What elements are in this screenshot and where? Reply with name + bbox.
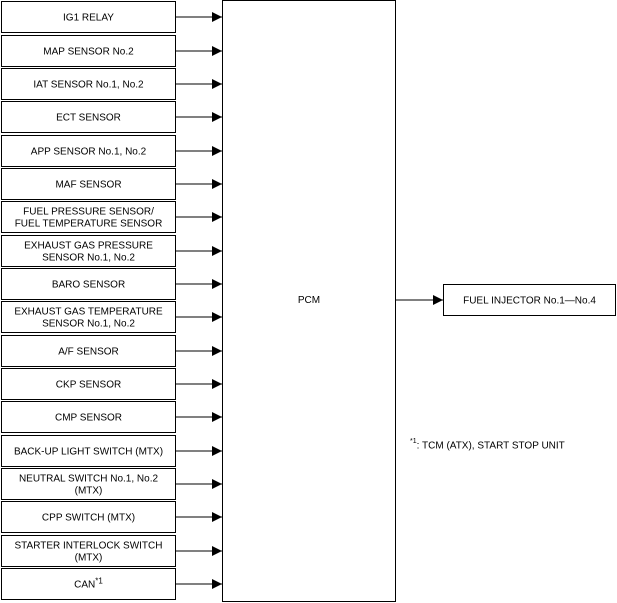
app-sensor-box xyxy=(1,135,176,167)
input-ect-sensor: ECT SENSOR xyxy=(1,101,222,133)
app-sensor-label: APP SENSOR No.1, No.2 xyxy=(31,147,147,158)
exhaust-gas-pressure-sensor-label: SENSOR No.1, No.2 xyxy=(42,253,135,264)
ckp-sensor-box xyxy=(1,368,176,400)
input-map-sensor: MAP SENSOR No.2 xyxy=(1,35,222,67)
exhaust-gas-pressure-sensor-label: EXHAUST GAS PRESSURE xyxy=(24,241,153,252)
ig1-relay-box xyxy=(1,1,176,33)
footnote-text: : TCM (ATX), START STOP UNIT xyxy=(416,440,565,452)
baro-sensor-label: BARO SENSOR xyxy=(52,280,125,291)
neutral-switch-label: NEUTRAL SWITCH No.1, No.2 xyxy=(19,474,159,485)
fuel-pressure-sensor-label: FUEL PRESSURE SENSOR/ xyxy=(23,207,154,218)
iat-sensor-box xyxy=(1,68,176,100)
input-fuel-pressure-sensor: FUEL PRESSURE SENSOR/FUEL TEMPERATURE SE… xyxy=(1,201,222,233)
ect-sensor-box xyxy=(1,101,176,133)
fuel-pressure-sensor-box xyxy=(1,201,176,233)
footnote: *1: TCM (ATX), START STOP UNIT xyxy=(410,438,565,452)
baro-sensor-box xyxy=(1,268,176,300)
input-app-sensor: APP SENSOR No.1, No.2 xyxy=(1,135,222,167)
cmp-sensor-box xyxy=(1,401,176,433)
exhaust-gas-temperature-sensor-box xyxy=(1,301,176,333)
input-back-up-light-switch: BACK-UP LIGHT SWITCH (MTX) xyxy=(1,435,222,467)
cpp-switch-label: CPP SWITCH (MTX) xyxy=(42,513,135,524)
input-starter-interlock-switch: STARTER INTERLOCK SWITCH(MTX) xyxy=(1,535,222,567)
exhaust-gas-temperature-sensor-label: EXHAUST GAS TEMPERATURE xyxy=(14,307,163,318)
maf-sensor-label: MAF SENSOR xyxy=(55,180,121,191)
fuel-injector-label: FUEL INJECTOR No.1—No.4 xyxy=(463,296,596,307)
ckp-sensor-label: CKP SENSOR xyxy=(56,380,121,391)
can-label-text: CAN xyxy=(74,580,95,591)
can-label: CAN*1 xyxy=(74,577,103,591)
ect-sensor-label: ECT SENSOR xyxy=(56,113,121,124)
map-sensor-label: MAP SENSOR No.2 xyxy=(43,47,134,58)
neutral-switch-box xyxy=(1,468,176,500)
input-iat-sensor: IAT SENSOR No.1, No.2 xyxy=(1,68,222,100)
back-up-light-switch-box xyxy=(1,435,176,467)
footnote-marker: *1 xyxy=(410,438,417,445)
output-devices: FUEL INJECTOR No.1—No.4 xyxy=(395,284,616,316)
fuel-pressure-sensor-label: FUEL TEMPERATURE SENSOR xyxy=(15,219,163,230)
input-ig1-relay: IG1 RELAY xyxy=(1,1,222,33)
exhaust-gas-temperature-sensor-label: SENSOR No.1, No.2 xyxy=(42,319,135,330)
map-sensor-box xyxy=(1,35,176,67)
input-cpp-switch: CPP SWITCH (MTX) xyxy=(1,501,222,533)
input-can: CAN*1 xyxy=(1,568,222,600)
ig1-relay-label: IG1 RELAY xyxy=(63,13,114,24)
starter-interlock-switch-label: STARTER INTERLOCK SWITCH xyxy=(15,541,163,552)
cmp-sensor-label: CMP SENSOR xyxy=(55,413,122,424)
af-sensor-box xyxy=(1,335,176,367)
can-box xyxy=(1,568,176,600)
fuel-injector-box xyxy=(443,284,616,316)
input-ckp-sensor: CKP SENSOR xyxy=(1,368,222,400)
input-cmp-sensor: CMP SENSOR xyxy=(1,401,222,433)
input-maf-sensor: MAF SENSOR xyxy=(1,168,222,200)
iat-sensor-label: IAT SENSOR No.1, No.2 xyxy=(33,80,144,91)
output-fuel-injector: FUEL INJECTOR No.1—No.4 xyxy=(395,284,616,316)
neutral-switch-label: (MTX) xyxy=(75,486,103,497)
af-sensor-label: A/F SENSOR xyxy=(58,347,119,358)
can-superscript: *1 xyxy=(95,577,103,586)
back-up-light-switch-label: BACK-UP LIGHT SWITCH (MTX) xyxy=(14,447,163,458)
input-baro-sensor: BARO SENSOR xyxy=(1,268,222,300)
pcm-label: PCM xyxy=(298,295,320,306)
input-af-sensor: A/F SENSOR xyxy=(1,335,222,367)
input-neutral-switch: NEUTRAL SWITCH No.1, No.2(MTX) xyxy=(1,468,222,500)
pcm-block: PCM xyxy=(222,0,396,602)
starter-interlock-switch-label: (MTX) xyxy=(75,553,103,564)
